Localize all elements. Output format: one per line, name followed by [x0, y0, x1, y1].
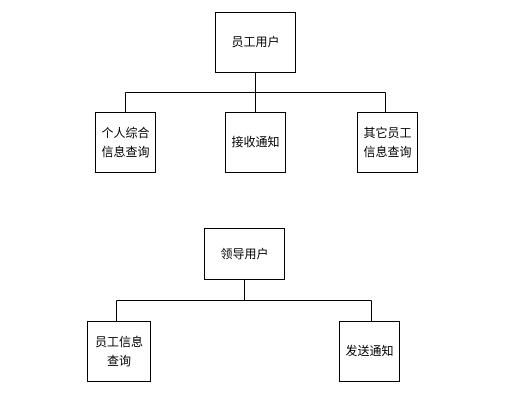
node-label: 个人综合 信息查询 [101, 125, 150, 159]
node-label: 其它员工 信息查询 [363, 125, 412, 159]
node-employee-info-query: 员工信息 查询 [87, 321, 151, 382]
node-label: 员工用户 [231, 35, 280, 49]
node-label: 接收通知 [231, 135, 280, 149]
node-send-notice: 发送通知 [339, 321, 400, 382]
node-label: 发送通知 [345, 344, 394, 358]
node-label: 领导用户 [220, 246, 269, 261]
node-receive-notice: 接收通知 [225, 112, 286, 173]
node-other-employee-query: 其它员工 信息查询 [357, 112, 418, 173]
node-leader-user: 领导用户 [204, 228, 285, 280]
node-personal-info-query: 个人综合 信息查询 [95, 112, 156, 173]
node-employee-user: 员工用户 [215, 12, 296, 73]
node-label: 员工信息 查询 [94, 334, 143, 368]
